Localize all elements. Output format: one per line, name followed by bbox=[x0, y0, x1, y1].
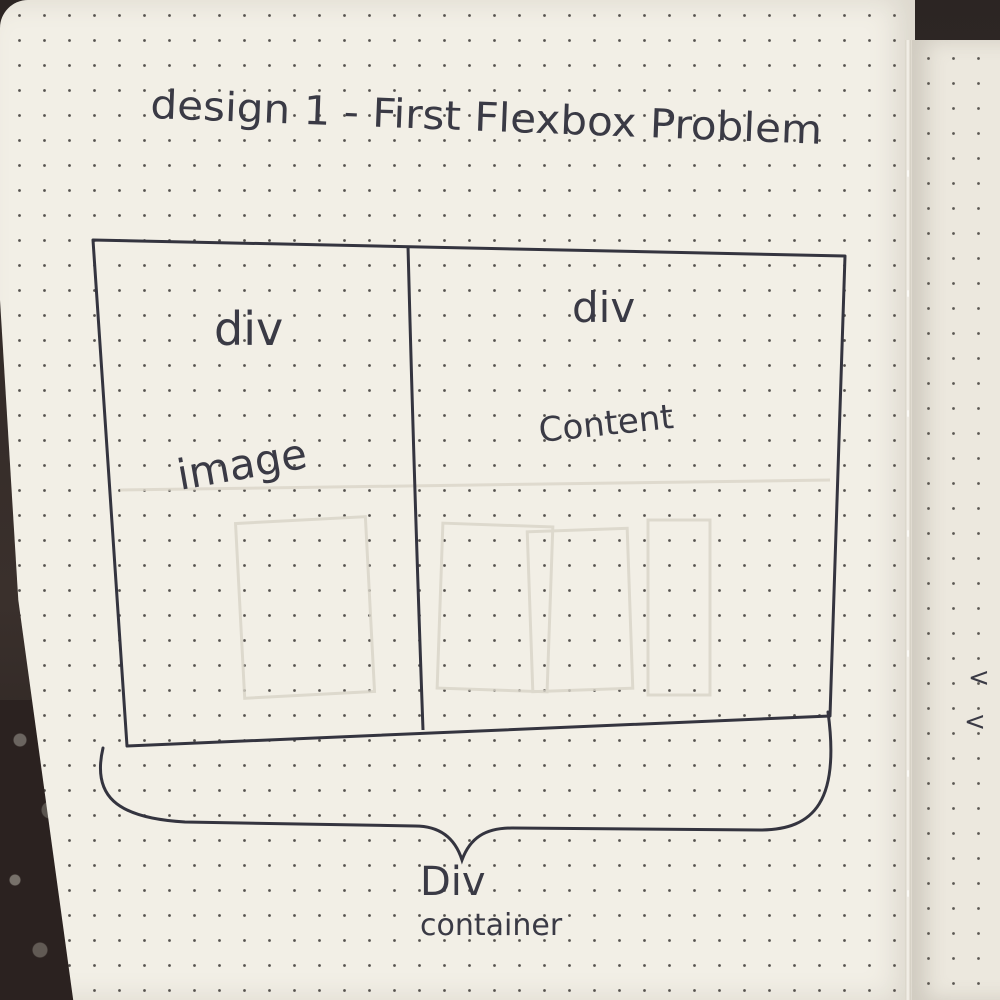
binding-stitch bbox=[907, 770, 909, 777]
container-label: Div bbox=[420, 859, 486, 905]
binding-stitch bbox=[907, 290, 909, 297]
right-panel-label: div bbox=[572, 283, 635, 332]
binding-stitch bbox=[907, 650, 909, 657]
margin-mark: < bbox=[964, 707, 986, 737]
notebook-left-page bbox=[0, 0, 915, 1000]
sketch-title: design 1 - First Flexbox Problem bbox=[150, 82, 823, 154]
container-sublabel: container bbox=[420, 908, 563, 943]
notebook-spine bbox=[905, 40, 911, 1000]
binding-stitch bbox=[907, 530, 909, 537]
binding-stitch bbox=[907, 890, 909, 897]
notebook-right-page bbox=[912, 40, 1000, 1000]
right-panel-sublabel: Content bbox=[537, 397, 676, 451]
binding-stitch bbox=[907, 410, 909, 417]
left-panel-label: div bbox=[214, 302, 283, 356]
binding-stitch bbox=[907, 170, 909, 177]
container-brace bbox=[98, 710, 833, 865]
ghost-show-through bbox=[119, 478, 831, 700]
panel-divider bbox=[406, 245, 425, 731]
margin-mark: < bbox=[968, 663, 990, 693]
left-panel-sublabel: image bbox=[173, 429, 310, 500]
